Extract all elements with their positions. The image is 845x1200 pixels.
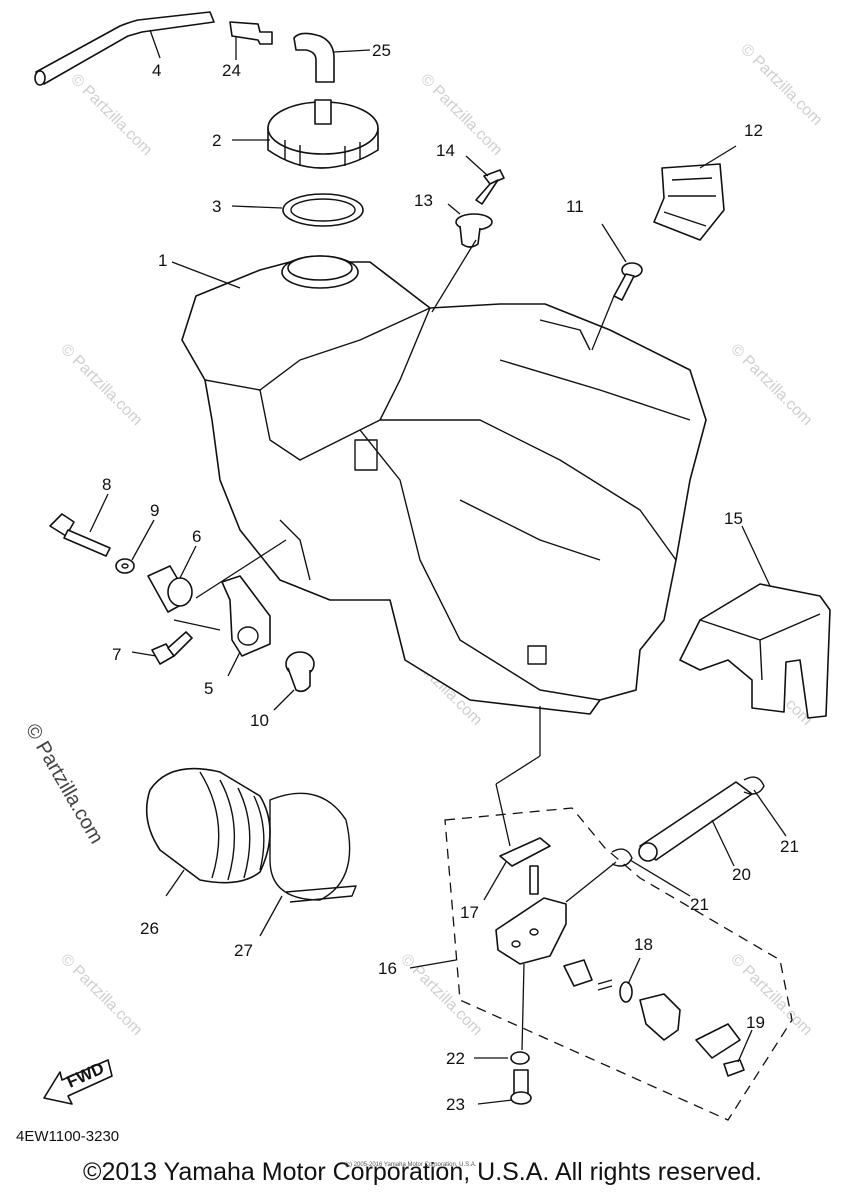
part-boot-26	[145, 767, 271, 884]
part-label-18: 18	[634, 935, 653, 954]
part-label-7: 7	[112, 645, 121, 664]
part-cover-15	[679, 583, 831, 719]
part-label-26: 26	[140, 919, 159, 938]
part-bolt-7	[151, 631, 193, 665]
part-pipe-20	[638, 781, 753, 862]
part-filter-17	[499, 837, 551, 867]
part-label-19: 19	[746, 1013, 765, 1032]
part-label-27: 27	[234, 941, 253, 960]
leader-lines	[89, 29, 787, 1105]
part-label-13: 13	[414, 191, 433, 210]
diagram-code: 4EW1100-3230	[16, 1128, 120, 1145]
part-screw-14	[475, 169, 505, 205]
part-label-22: 22	[446, 1049, 465, 1068]
watermark: © Partzilla.com	[737, 41, 825, 129]
part-label-25: 25	[372, 41, 391, 60]
watermark: © Partzilla.com	[57, 341, 145, 429]
part-label-11: 11	[566, 197, 584, 216]
part-bolt-8	[49, 513, 111, 557]
part-label-1: 1	[158, 251, 167, 270]
part-label-4: 4	[152, 61, 161, 80]
part-washer-9	[115, 558, 135, 574]
part-fuel-cock-internals	[563, 959, 745, 1077]
part-fuel-tank	[181, 255, 707, 715]
watermark: © Partzilla.com	[417, 71, 505, 159]
part-label-8: 8	[102, 475, 111, 494]
part-label-10: 10	[250, 711, 269, 730]
part-label-12: 12	[744, 121, 763, 140]
part-damper-6	[147, 565, 193, 613]
part-collar-10	[285, 651, 315, 693]
part-fuel-cap	[267, 99, 379, 169]
part-label-23: 23	[446, 1095, 465, 1114]
part-bolt-11	[613, 262, 643, 301]
part-fitting	[229, 21, 273, 45]
watermark: © Partzilla.com	[727, 341, 815, 429]
part-label-14: 14	[436, 141, 455, 160]
part-screw-23	[510, 1069, 532, 1105]
part-label-2: 2	[212, 131, 221, 150]
watermark: © Partzilla.com	[727, 951, 815, 1039]
part-label-20: 20	[732, 865, 751, 884]
watermark: © Partzilla.com	[397, 951, 485, 1039]
part-gasket	[282, 193, 364, 227]
footer-copyright: ©2013 Yamaha Motor Corporation, U.S.A. A…	[83, 1158, 762, 1186]
part-clip-21	[611, 776, 765, 867]
part-label-9: 9	[150, 501, 159, 520]
part-label-6: 6	[192, 527, 201, 546]
part-label-21: 21	[780, 837, 799, 856]
footer-small-note: (c) 2005-2016 Yamaha Motor Corporation, …	[345, 1162, 477, 1168]
watermark: © Partzilla.com	[57, 951, 145, 1039]
part-label-17: 17	[460, 903, 479, 922]
watermark: © Partzilla.com	[67, 71, 155, 159]
part-clip-12	[653, 163, 725, 241]
part-labels: 4 24 25 2 3 1 14 13 11 12 8 9 6 7 5 10 1…	[102, 41, 799, 1114]
part-label-3: 3	[212, 197, 221, 216]
part-label-16: 16	[378, 959, 397, 978]
part-hose	[34, 11, 215, 86]
fwd-arrow: FWD	[43, 1059, 113, 1105]
part-bracket-5	[221, 575, 271, 657]
part-label-24: 24	[222, 61, 241, 80]
part-label-21b: 21	[690, 895, 709, 914]
part-fuel-cock-16	[495, 865, 567, 965]
part-washer-22	[510, 1051, 530, 1065]
part-label-5: 5	[204, 679, 213, 698]
fuel-cock-assembly-box	[444, 807, 793, 1121]
part-band-27	[269, 792, 357, 903]
part-breather-hose	[293, 32, 335, 83]
part-label-15: 15	[724, 509, 743, 528]
